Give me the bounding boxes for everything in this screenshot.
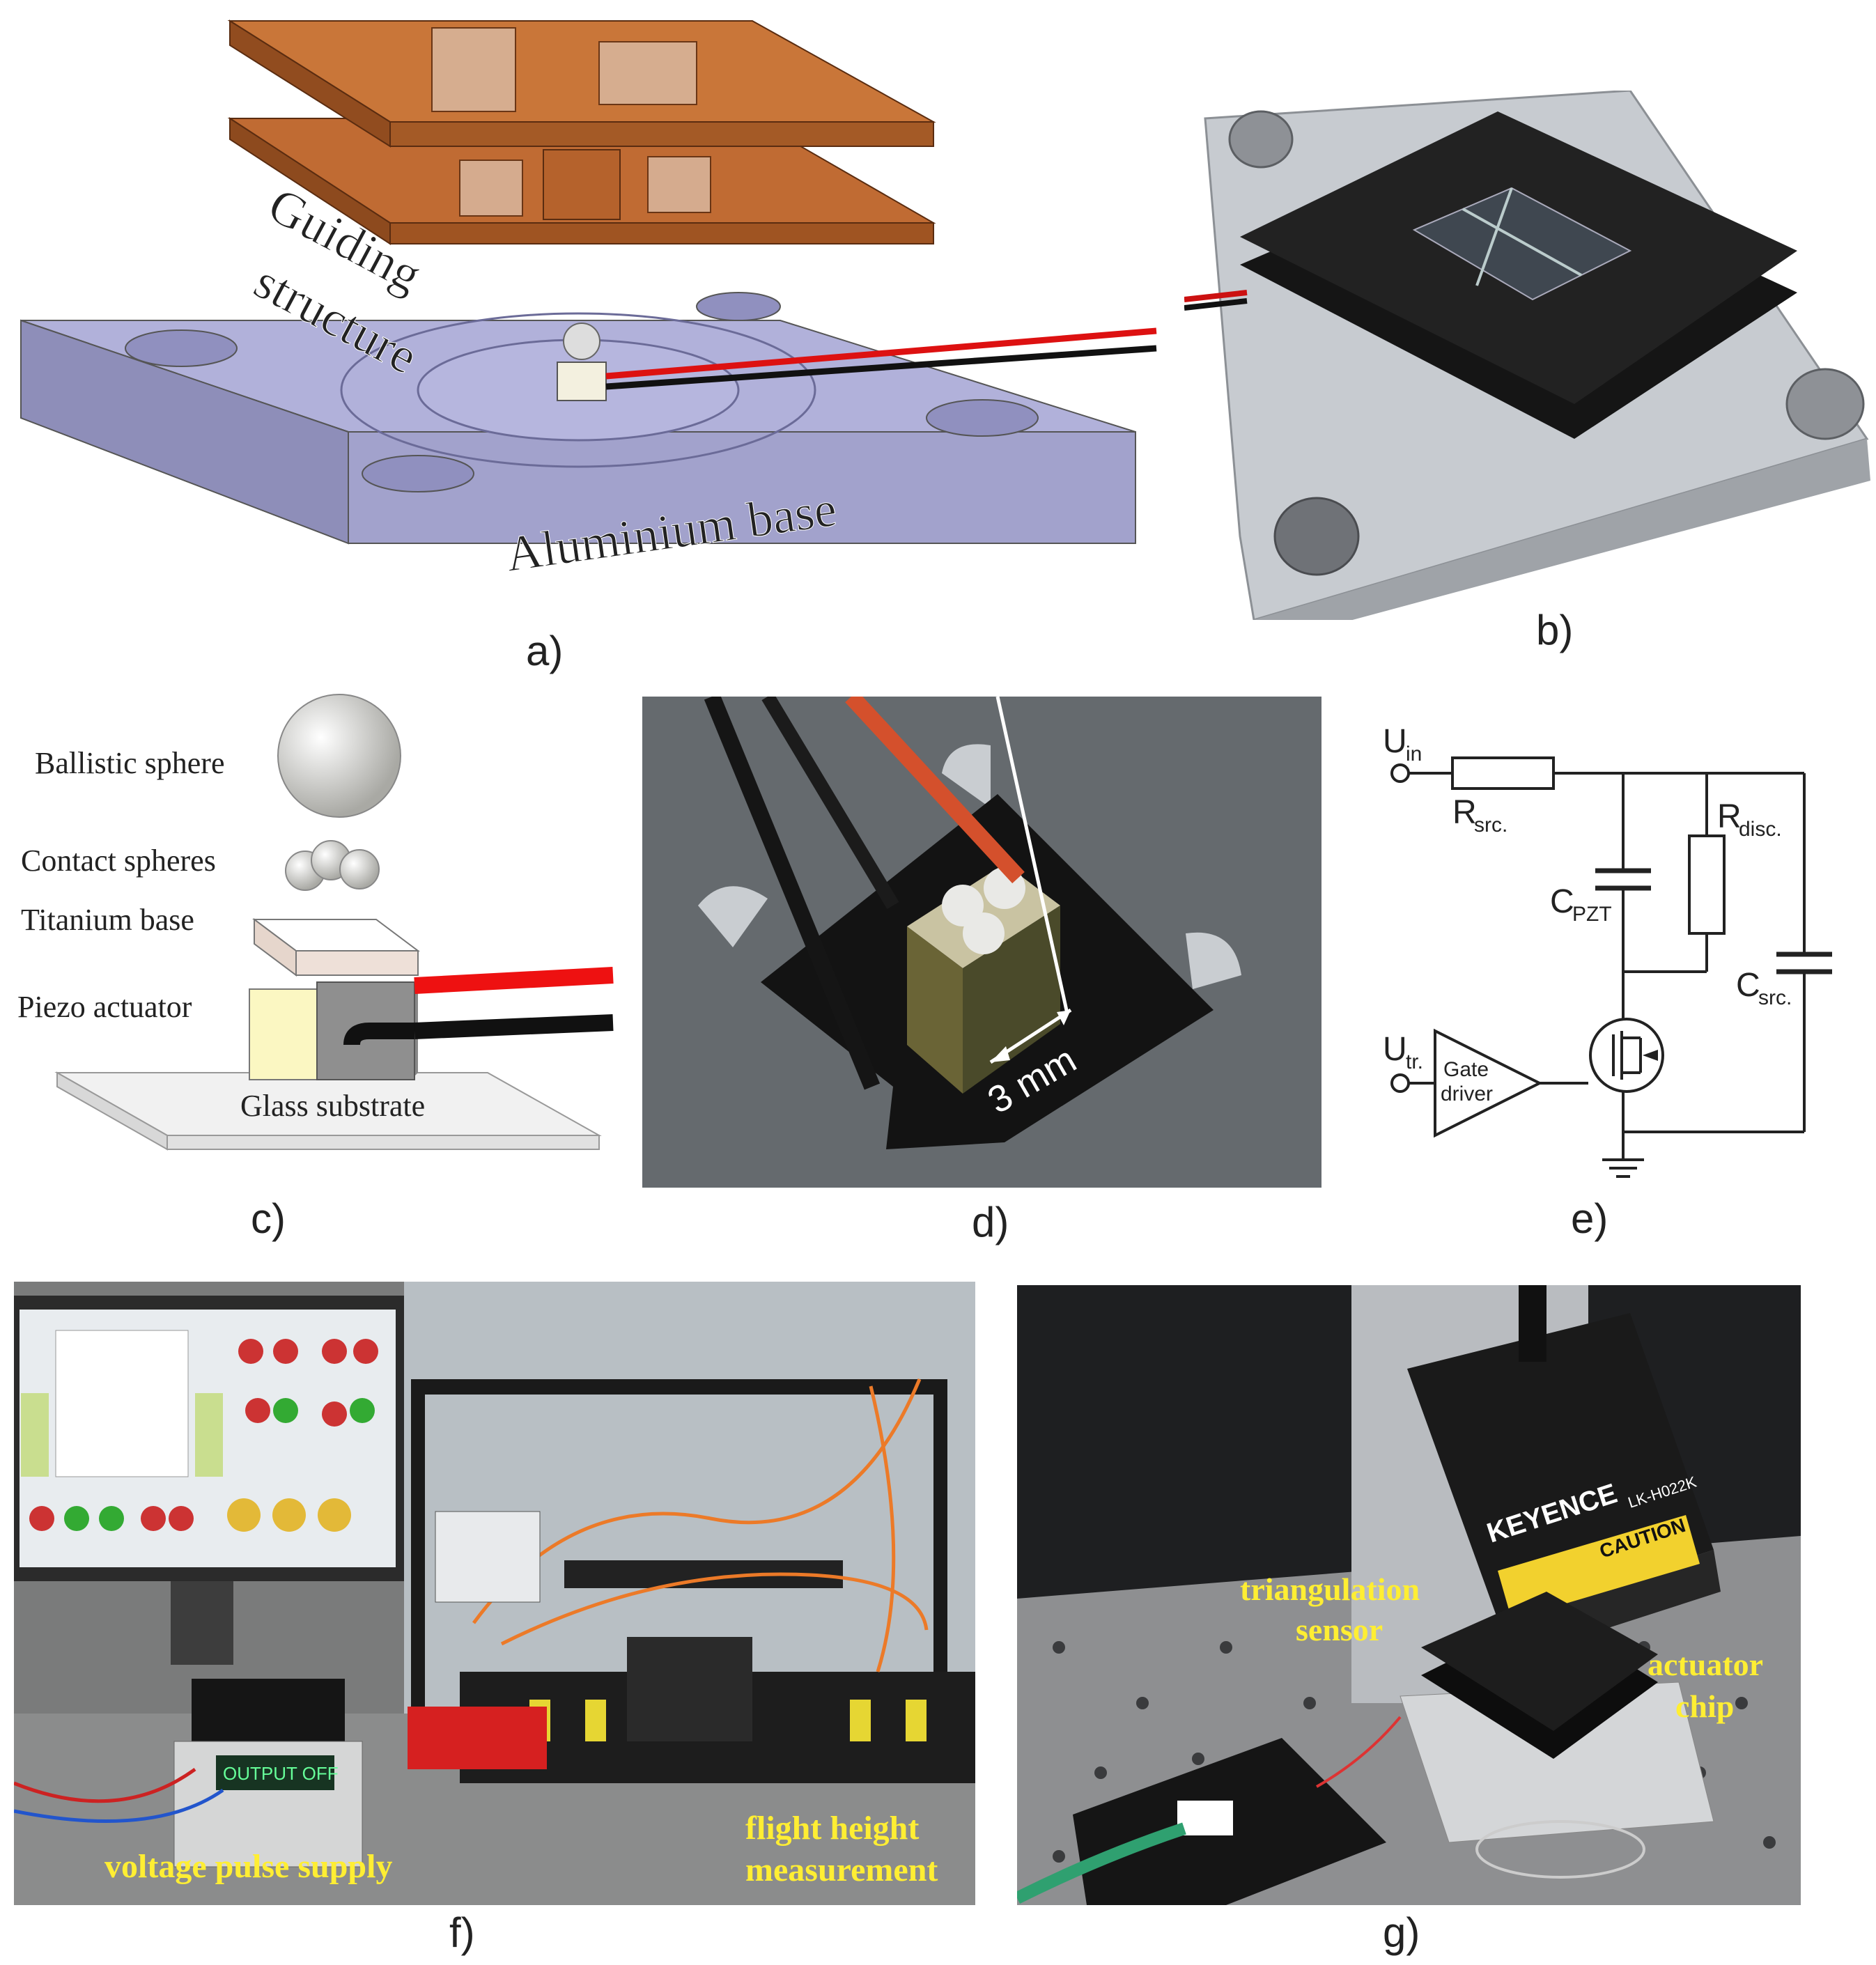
guiding-structure-diagram: Guiding structure Aluminium base [20, 20, 1157, 582]
panel-d: 3 mm [642, 690, 1321, 1188]
panel-b [1184, 89, 1874, 641]
panel-f: OUTPUT OFF voltage pulse supply flight h… [14, 1282, 975, 1905]
gate-label-1: Gate [1443, 1058, 1489, 1081]
titanium-label: Titanium base [21, 903, 194, 937]
ballistic-label: Ballistic sphere [35, 746, 225, 780]
panel-g: KEYENCE LK-H022K CAUTION triangulation s… [1017, 1285, 1801, 1905]
piezo-label: Piezo actuator [17, 990, 192, 1024]
panel-e: U in R src. R disc. C PZT C src. U tr. G… [1365, 704, 1874, 1191]
u-in-sub: in [1406, 743, 1422, 766]
u-in-label: U [1383, 723, 1407, 760]
caption-d: d) [972, 1199, 1009, 1245]
contact-label: Contact spheres [21, 844, 216, 878]
caption-a: a) [526, 628, 564, 674]
sensor-setup-photo: KEYENCE LK-H022K CAUTION triangulation s… [1017, 1285, 1801, 1905]
lab-setup-photo: OUTPUT OFF voltage pulse supply flight h… [14, 1282, 975, 1905]
r-src-sub: src. [1474, 814, 1507, 837]
caption-e: e) [1571, 1195, 1608, 1242]
panel-a: Guiding structure Aluminium base [0, 0, 1184, 669]
triangulation-label-1: triangulation [1240, 1571, 1420, 1607]
flight-height-label-2: measurement [745, 1851, 938, 1888]
u-tr-label: U [1383, 1031, 1407, 1068]
circuit-schematic: U in R src. R disc. C PZT C src. U tr. G… [1383, 723, 1832, 1178]
c-pzt-label: C [1550, 883, 1574, 920]
voltage-supply-label: voltage pulse supply [104, 1848, 392, 1885]
r-disc-label: R [1717, 798, 1742, 835]
actuator-chip-label-1: actuator [1648, 1647, 1763, 1682]
caption-f: f) [449, 1909, 475, 1956]
caption-g: g) [1383, 1909, 1420, 1956]
c-pzt-sub: PZT [1572, 903, 1612, 926]
r-disc-sub: disc. [1739, 818, 1782, 841]
r-src-label: R [1452, 794, 1477, 831]
actuator-chip-label-2: chip [1675, 1688, 1734, 1724]
gate-label-2: driver [1441, 1082, 1493, 1105]
device-photo-b [1184, 89, 1870, 641]
actuator-closeup-photo: 3 mm [642, 690, 1321, 1188]
stack-schematic: Ballistic sphere Contact spheres Titaniu… [17, 694, 614, 1151]
caption-b: b) [1536, 607, 1574, 653]
triangulation-label-2: sensor [1296, 1612, 1383, 1647]
caption-c: c) [251, 1195, 286, 1242]
c-src-label: C [1736, 967, 1760, 1004]
flight-height-label-1: flight height [745, 1810, 919, 1847]
glass-label: Glass substrate [240, 1089, 425, 1123]
ballistic-sphere-icon [277, 694, 401, 818]
c-src-sub: src. [1758, 986, 1792, 1009]
u-tr-sub: tr. [1406, 1050, 1423, 1073]
resistor-src-icon [1451, 756, 1555, 790]
panel-c: Ballistic sphere Contact spheres Titaniu… [0, 690, 627, 1191]
supply-display: OUTPUT OFF [223, 1763, 339, 1784]
